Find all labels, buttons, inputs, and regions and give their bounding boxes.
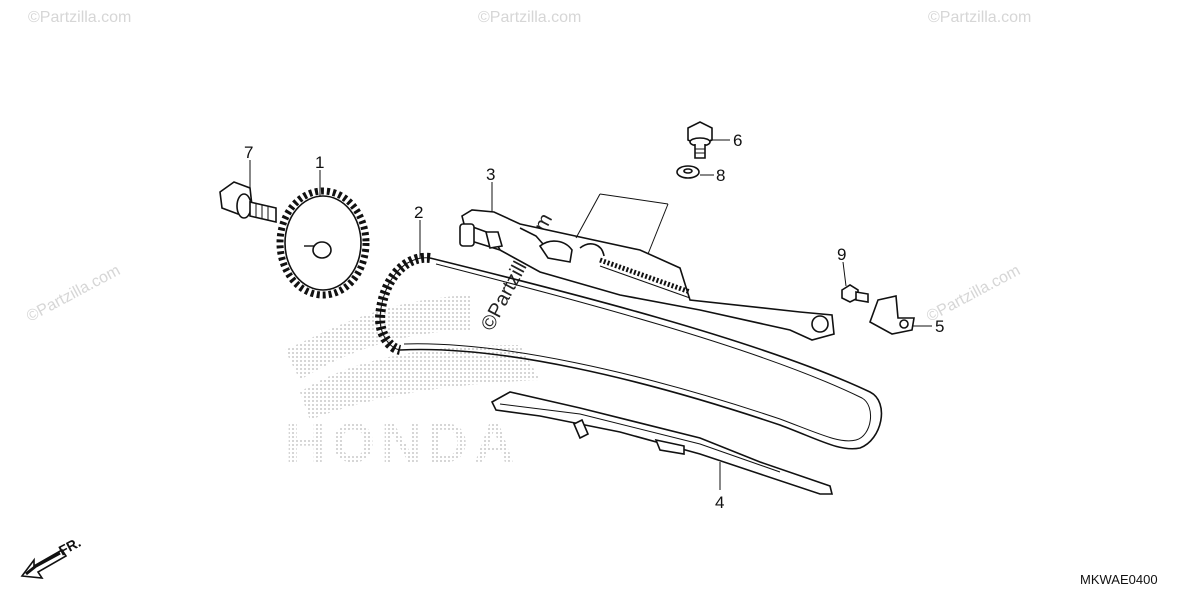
watermark-top-right: ©Partzilla.com <box>928 9 1031 26</box>
wing-mark-upper <box>285 295 470 380</box>
callout-9[interactable]: 9 <box>837 245 846 264</box>
callout-2[interactable]: 2 <box>414 203 423 222</box>
leader-bracket-8 <box>575 193 669 255</box>
brand-lettering: HONDA <box>285 411 520 474</box>
part-1-cam-sprocket[interactable] <box>276 187 370 299</box>
callout-7[interactable]: 7 <box>244 143 253 162</box>
part-6-bolt[interactable] <box>687 121 713 159</box>
part-4-chain-guide[interactable] <box>490 391 834 495</box>
callouts: 7 1 2 3 6 8 9 5 4 <box>244 131 944 512</box>
part-2-cam-chain[interactable] <box>374 252 883 450</box>
callout-1[interactable]: 1 <box>315 153 324 172</box>
watermark-left: ©Partzilla.com <box>24 262 123 326</box>
part-5-stopper[interactable] <box>869 295 915 335</box>
leader-9 <box>842 261 847 287</box>
callout-8[interactable]: 8 <box>716 166 725 185</box>
part-3-tensioner-arm[interactable] <box>459 209 835 341</box>
wing-mark-lower <box>300 345 540 420</box>
watermarks: ©Partzilla.com ©Partzilla.com ©Partzilla… <box>24 9 1031 334</box>
callout-4[interactable]: 4 <box>715 493 724 512</box>
watermark-top-center: ©Partzilla.com <box>478 9 581 26</box>
callout-6[interactable]: 6 <box>733 131 742 150</box>
watermark-right: ©Partzilla.com <box>924 262 1023 326</box>
callout-3[interactable]: 3 <box>486 165 495 184</box>
watermark-top-left: ©Partzilla.com <box>28 9 131 26</box>
part-7-bolt[interactable] <box>219 181 277 224</box>
diagram-code: MKWAE0400 <box>1080 572 1158 587</box>
part-9-bolt[interactable] <box>841 284 869 303</box>
front-direction-indicator: FR. <box>20 534 83 579</box>
leader-lines <box>249 139 932 490</box>
callout-5[interactable]: 5 <box>935 317 944 336</box>
part-8-washer[interactable] <box>676 165 700 179</box>
brand-watermark: HONDA <box>285 295 540 474</box>
